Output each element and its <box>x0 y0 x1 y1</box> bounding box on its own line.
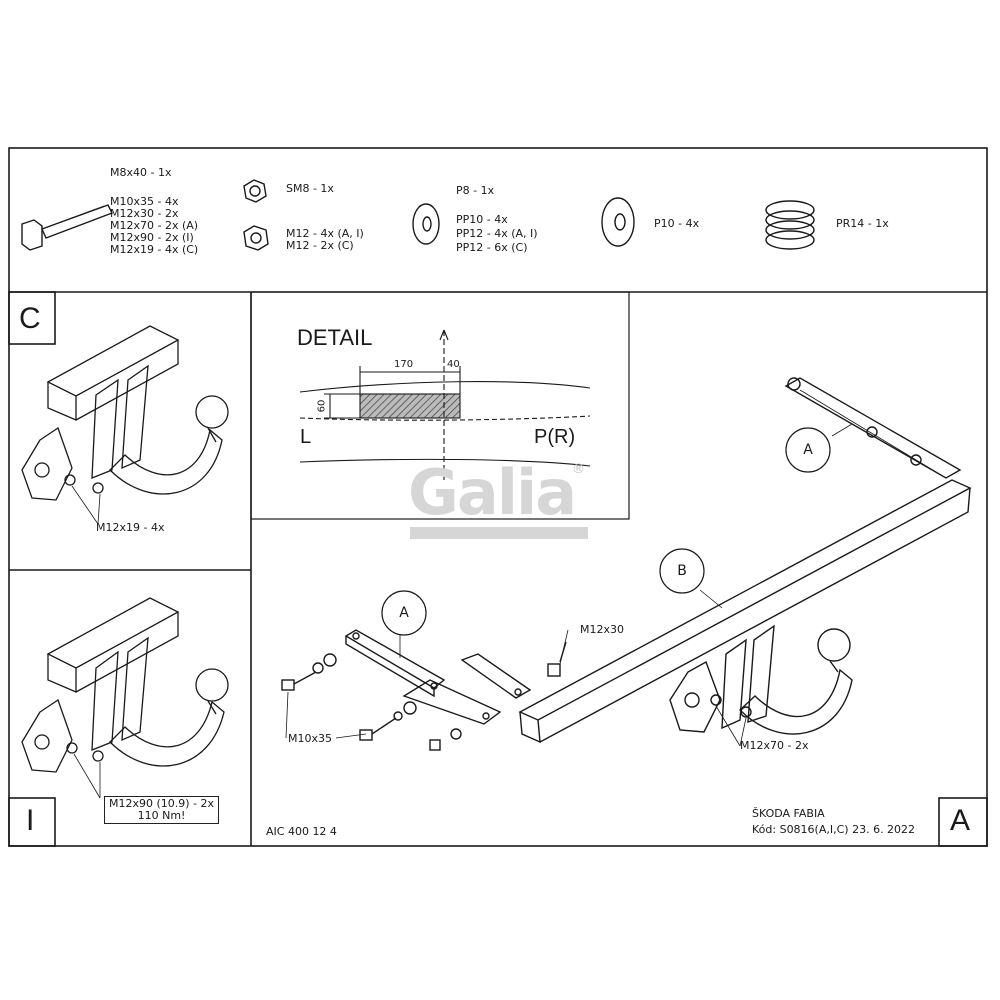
part-bolt-1: M10x35 - 4x <box>110 195 179 208</box>
spring-washer-icon <box>765 200 815 250</box>
outer-frame <box>8 147 988 847</box>
detail-dim-60: 60 <box>316 399 328 413</box>
part-bolt-4: M12x90 - 2x (I) <box>110 231 194 244</box>
panel-c-bolt-label: M12x19 - 4x <box>96 521 165 534</box>
part-pp-2: PP12 - 4x (A, I) <box>456 227 538 240</box>
part-bolt-5: M12x19 - 4x (C) <box>110 243 199 256</box>
label-m10x35: M10x35 <box>288 732 332 745</box>
label-a-right: A <box>803 442 813 458</box>
panel-c-drawing <box>21 325 229 525</box>
panel-i-letter-box <box>8 797 56 847</box>
galia-logo: Galia <box>408 456 577 529</box>
logo-bar <box>410 527 588 539</box>
label-circle-a-right <box>785 427 831 473</box>
detail-title: DETAIL <box>297 325 373 350</box>
part-pp-1: PP10 - 4x <box>456 213 508 226</box>
panel-c-letter: C <box>19 302 41 335</box>
main-letter: A <box>950 804 971 837</box>
drawing-code: AIC 400 12 4 <box>266 825 337 838</box>
detail-dim-40: 40 <box>447 359 460 370</box>
part-bolt-2: M12x30 - 2x <box>110 207 179 220</box>
label-b: B <box>677 563 687 579</box>
galia-logo-registered: ® <box>572 462 585 477</box>
part-sm8: SM8 - 1x <box>286 182 334 195</box>
label-circle-b <box>659 548 705 594</box>
part-m8x40: M8x40 - 1x <box>110 166 172 179</box>
detail-right-label: P(R) <box>534 426 576 448</box>
label-a-left: A <box>399 605 409 621</box>
part-pr14: PR14 - 1x <box>836 217 889 230</box>
washer-p10-icon <box>601 197 635 247</box>
label-m12x70: M12x70 - 2x <box>740 739 809 752</box>
detail-box <box>250 291 630 520</box>
part-p10: P10 - 4x <box>654 217 700 230</box>
hex-nut-m12-icon <box>243 225 269 251</box>
panel-c-letter-box <box>8 291 56 345</box>
label-circle-a-left <box>381 590 427 636</box>
kod-and-date: Kód: S0816(A,I,C) 23. 6. 2022 <box>752 823 916 836</box>
bolt-icon <box>21 204 113 251</box>
hex-nut-sm8-icon <box>243 179 267 203</box>
detail-left-label: L <box>300 426 312 448</box>
detail-dim-170: 170 <box>394 359 414 370</box>
panel-i-torque-note: M12x90 (10.9) - 2x 110 Nm! <box>104 796 220 824</box>
part-bolt-3: M12x70 - 2x (A) <box>110 219 199 232</box>
part-pp-3: PP12 - 6x (C) <box>456 241 528 254</box>
panel-i-note-line1: M12x90 (10.9) - 2x <box>109 797 215 810</box>
car-model: ŠKODA FABIA <box>752 807 825 820</box>
panel-i-drawing <box>21 597 229 799</box>
part-nut-2: M12 - 2x (C) <box>286 239 354 252</box>
washer-p8-icon <box>412 203 440 245</box>
detail-drawing <box>299 329 591 480</box>
main-letter-box <box>938 797 988 847</box>
part-nut-1: M12 - 4x (A, I) <box>286 227 364 240</box>
panel-i-note-line2: 110 Nm! <box>137 809 186 822</box>
panel-i-letter: I <box>26 804 35 837</box>
part-p8: P8 - 1x <box>456 184 495 197</box>
main-drawing <box>281 377 972 751</box>
label-m12x30: M12x30 <box>580 623 624 636</box>
